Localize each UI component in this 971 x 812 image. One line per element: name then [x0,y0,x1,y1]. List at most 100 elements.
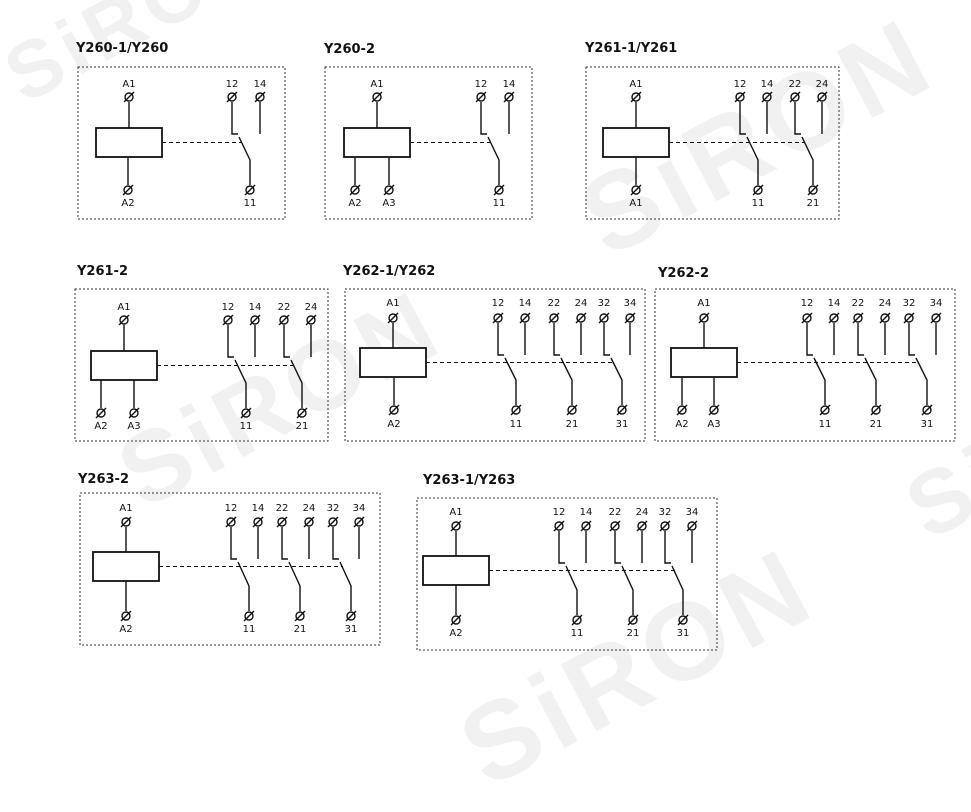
terminal-label: 11 [493,198,506,209]
terminal-circle [241,408,251,418]
terminal-label: 14 [503,79,516,90]
terminal-circle [346,611,356,621]
moving-contact-blade [288,561,301,611]
diagram-frame [416,497,718,651]
coil [92,551,160,582]
terminal-circle [129,408,139,418]
terminal-label: 11 [240,421,253,432]
nc-contact-lead [497,323,504,356]
diagram-frame [77,66,286,220]
terminal-label: 11 [244,198,257,209]
terminal-label: A1 [449,507,462,518]
terminal-screw [636,520,648,532]
terminal-slash [345,610,357,622]
terminal-screw [294,610,306,622]
terminal-slash [630,91,642,103]
terminal-slash [349,184,361,196]
terminal-screw [353,516,365,528]
terminal-circle [631,185,641,195]
nc-contact-lead [553,323,560,356]
terminal-label: A1 [629,79,642,90]
terminal-screw [801,312,813,324]
terminal-slash [493,184,505,196]
terminal-slash [930,312,942,324]
terminal-circle [820,405,830,415]
terminal-slash [492,312,504,324]
terminal-screw [789,91,801,103]
terminal-screw [627,614,639,626]
terminal-label: 21 [566,419,579,430]
terminal-slash [276,516,288,528]
terminal-slash [616,404,628,416]
terminal-screw [249,314,261,326]
terminal-circle [389,405,399,415]
terminal-circle [931,313,941,323]
terminal-slash [296,407,308,419]
terminal-label: A1 [697,298,710,309]
terminal-screw [903,312,915,324]
terminal-screw [226,91,238,103]
terminal-slash [609,520,621,532]
terminal-label: A3 [382,198,395,209]
terminal-slash [819,404,831,416]
terminal-screw [95,407,107,419]
moving-contact-blade [864,357,877,405]
terminal-slash [294,610,306,622]
terminal-slash [659,520,671,532]
terminal-label: 24 [575,298,588,309]
terminal-circle [853,313,863,323]
terminal-label: 12 [553,507,566,518]
coil [670,347,738,378]
terminal-slash [371,91,383,103]
terminal-circle [306,315,316,325]
terminal-circle [808,185,818,195]
terminal-screw [624,312,636,324]
terminal-circle [226,517,236,527]
terminal-slash [636,520,648,532]
terminal-screw [816,91,828,103]
terminal-label: 14 [252,503,265,514]
coil [602,127,670,158]
terminal-slash [240,407,252,419]
terminal-circle [871,405,881,415]
diagram-title: Y260-2 [323,42,375,57]
moving-contact-blade [621,565,634,615]
terminal-screw [123,91,135,103]
terminal-screw [752,184,764,196]
terminal-slash [548,312,560,324]
diagram-frame [324,66,533,220]
terminal-label: 32 [903,298,916,309]
moving-contact-blade [504,357,517,405]
terminal-circle [511,405,521,415]
nc-contact-lead [231,102,238,135]
nc-contact-lead [806,323,813,356]
moving-contact-blade [290,359,303,408]
terminal-circle [451,521,461,531]
terminal-circle [297,408,307,418]
terminal-slash [807,184,819,196]
terminal-label: A1 [386,298,399,309]
terminal-circle [687,521,697,531]
terminal-circle [328,517,338,527]
terminal-slash [553,520,565,532]
moving-contact-blade [565,565,578,615]
terminal-label: 21 [296,421,309,432]
terminal-slash [630,184,642,196]
terminal-circle [762,92,772,102]
terminal-screw [761,91,773,103]
nc-contact-lead [664,531,671,564]
terminal-slash [305,314,317,326]
terminal-label: A2 [387,419,400,430]
terminal-slash [676,404,688,416]
